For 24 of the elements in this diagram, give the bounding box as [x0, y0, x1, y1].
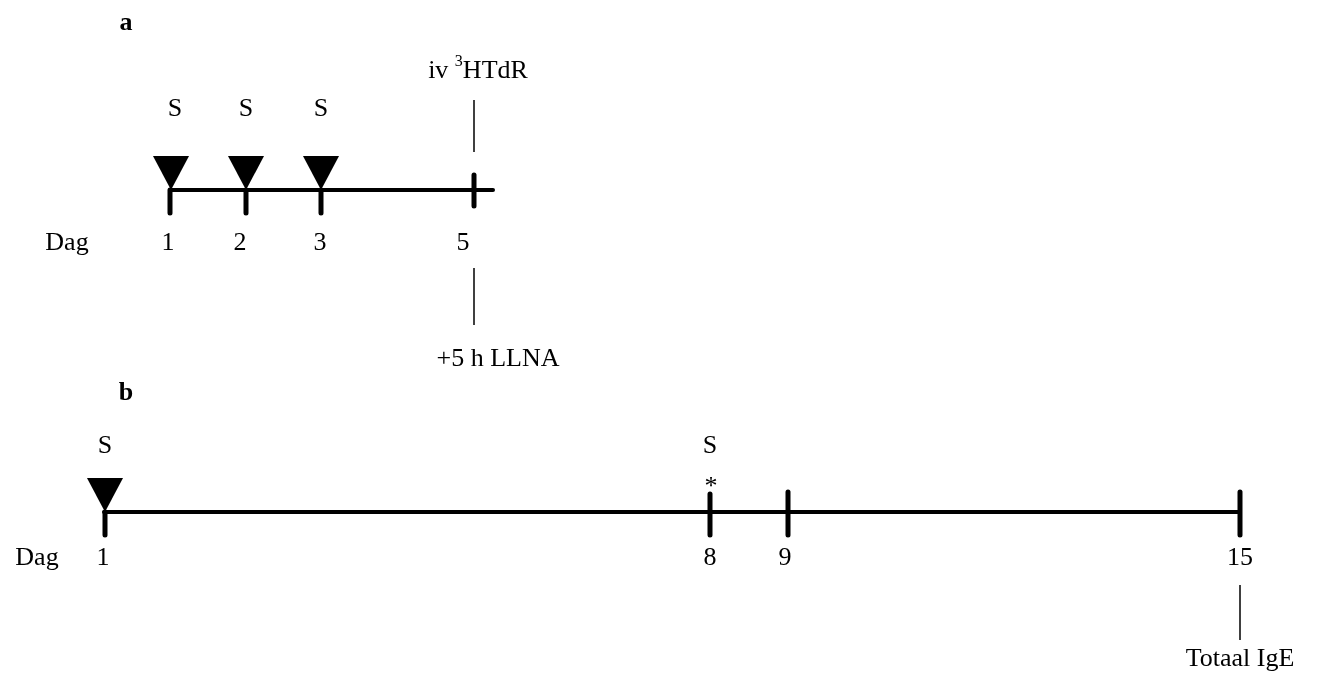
event-label: S: [167, 93, 183, 123]
leader-line: [473, 99, 475, 153]
event-label: S: [238, 93, 254, 123]
day-number: 15: [1227, 542, 1253, 572]
annotation-text: Totaal IgE: [1185, 643, 1295, 673]
day-number: 5: [456, 227, 470, 257]
day-number: 3: [313, 227, 327, 257]
axis-title: Dag: [45, 227, 89, 257]
leader-line: [473, 267, 475, 326]
axis-title: Dag: [15, 542, 59, 572]
day-number: 1: [161, 227, 175, 257]
panel-label: a: [119, 7, 133, 37]
annotation-text: iv $^{3}$HTdR: [428, 55, 528, 85]
day-number: 9: [778, 542, 792, 572]
day-number: 1: [96, 542, 110, 572]
day-number: 2: [233, 227, 247, 257]
event-label: S: [702, 430, 718, 460]
event-label: S: [313, 93, 329, 123]
panel-label: b: [118, 377, 134, 407]
event-label: S: [97, 430, 113, 460]
annotation-text: +5 h LLNA: [436, 343, 560, 373]
leader-line: [1239, 584, 1241, 641]
asterisk-mark: *: [704, 471, 718, 501]
day-number: 8: [703, 542, 717, 572]
